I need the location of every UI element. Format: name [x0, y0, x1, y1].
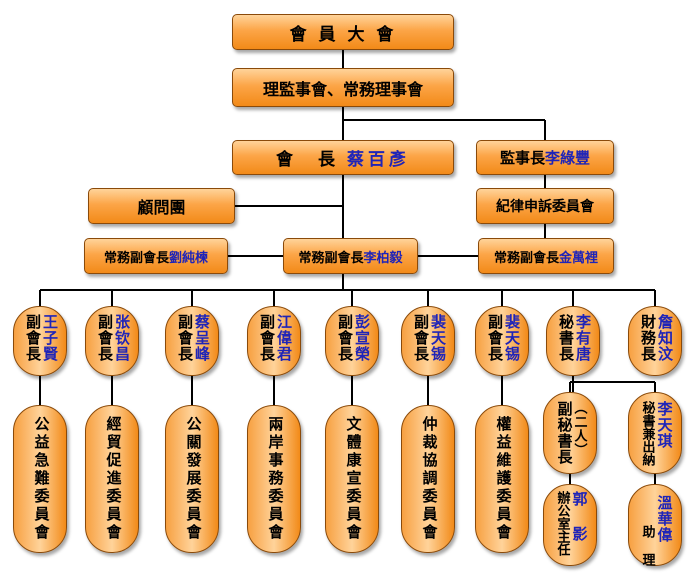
vp-name: 裴天锡	[503, 314, 521, 362]
supervisor-box: 監事長 李綠豐	[476, 140, 614, 175]
secretary-general-name: 李有唐	[574, 314, 592, 362]
vp-oval: 副會長裴天锡	[475, 306, 529, 376]
committee-oval: 公益急難委員會	[13, 405, 67, 553]
vp-oval: 副會長王子賢	[13, 306, 67, 376]
treasurer-oval: 財務長詹知汶	[628, 306, 682, 376]
committee-label: 仲裁協調委員會	[420, 416, 439, 542]
vp-name: 蔡呈峰	[193, 314, 211, 362]
vp-oval: 副會長蔡呈峰	[165, 306, 219, 376]
committee-oval: 經貿促進委員會	[85, 405, 139, 553]
assistant-oval: 助 理溫華偉	[628, 484, 682, 566]
secretary-cashier-oval: 秘書兼出納李天琪	[628, 392, 682, 474]
president-title: 會 長	[276, 150, 339, 170]
committee-oval: 公關發展委員會	[165, 405, 219, 553]
supervisor-title: 監事長	[499, 149, 545, 167]
vp-name: 彭宣榮	[353, 314, 371, 362]
exec-vp-right-title: 常務副會長	[493, 250, 559, 266]
committee-label: 權益維護委員會	[494, 416, 513, 542]
discipline-committee-label: 紀律申訴委員會	[496, 199, 594, 215]
office-head-oval: 辦公室主任郭 影	[543, 484, 597, 566]
president-box: 會 長 蔡百彥	[232, 140, 454, 175]
exec-vp-right-name: 金萬裡	[559, 250, 599, 266]
exec-vp-left-name: 劉純楝	[169, 250, 209, 266]
assistant-name: 溫華偉	[655, 495, 674, 543]
secretary-cashier-name: 李天琪	[655, 401, 674, 449]
vp-oval: 副會長裴天锡	[401, 306, 455, 376]
secretary-general-oval: 秘書長李有唐	[546, 306, 600, 376]
vp-title: 副會長	[412, 314, 430, 362]
vp-oval: 副會長张钦昌	[85, 306, 139, 376]
deputy-secretary-note: （二人）	[571, 401, 587, 457]
treasurer-title: 財務長	[639, 314, 657, 362]
office-head-name: 郭 影	[570, 491, 589, 542]
exec-vp-left-box: 常務副會長 劉純楝	[84, 238, 228, 274]
vp-title: 副會長	[258, 314, 276, 362]
vp-name: 王子賢	[41, 314, 59, 362]
vp-name: 江偉君	[275, 314, 293, 362]
vp-title: 副會長	[486, 314, 504, 362]
general-assembly-label: 會 員 大 會	[289, 24, 397, 45]
supervisor-name: 李綠豐	[545, 149, 591, 167]
exec-vp-center-title: 常務副會長	[298, 250, 364, 266]
vp-title: 副會長	[336, 314, 354, 362]
committee-label: 公關發展委員會	[184, 416, 203, 542]
vp-name: 裴天锡	[429, 314, 447, 362]
vp-title: 副會長	[24, 314, 42, 362]
committee-oval: 仲裁協調委員會	[401, 405, 455, 553]
committee-oval: 權益維護委員會	[475, 405, 529, 553]
vp-title: 副會長	[176, 314, 194, 362]
advisors-box: 顧問團	[88, 188, 235, 224]
vp-oval: 副會長江偉君	[247, 306, 301, 376]
deputy-secretary-title: 副秘書長	[555, 401, 574, 465]
vp-oval: 副會長彭宣榮	[325, 306, 379, 376]
office-head-title: 辦公室主任	[554, 491, 570, 556]
committee-label: 文體康宣委員會	[344, 416, 363, 542]
advisors-label: 顧問團	[137, 198, 186, 217]
exec-vp-left-title: 常務副會長	[103, 250, 169, 266]
treasurer-name: 詹知汶	[656, 314, 674, 362]
committee-label: 公益急難委員會	[32, 416, 51, 542]
discipline-committee-box: 紀律申訴委員會	[476, 188, 614, 224]
committee-oval: 文體康宣委員會	[325, 405, 379, 553]
exec-vp-right-box: 常務副會長 金萬裡	[478, 238, 614, 274]
exec-vp-center-box: 常務副會長 李柏毅	[283, 238, 418, 274]
vp-name: 张钦昌	[113, 314, 131, 362]
president-name: 蔡百彥	[347, 150, 410, 170]
assistant-title: 助 理	[639, 525, 655, 566]
committee-oval: 兩岸事務委員會	[247, 405, 301, 553]
board-box: 理監事會、常務理事會	[232, 68, 454, 107]
committee-label: 經貿促進委員會	[104, 416, 123, 542]
board-label: 理監事會、常務理事會	[262, 79, 423, 99]
exec-vp-center-name: 李柏毅	[363, 250, 403, 266]
general-assembly-box: 會 員 大 會	[232, 14, 454, 50]
committee-label: 兩岸事務委員會	[266, 416, 285, 542]
secretary-general-title: 秘書長	[557, 314, 575, 362]
vp-title: 副會長	[96, 314, 114, 362]
deputy-secretary-oval: 副秘書長（二人）	[543, 392, 597, 474]
secretary-cashier-title: 秘書兼出納	[639, 401, 655, 466]
